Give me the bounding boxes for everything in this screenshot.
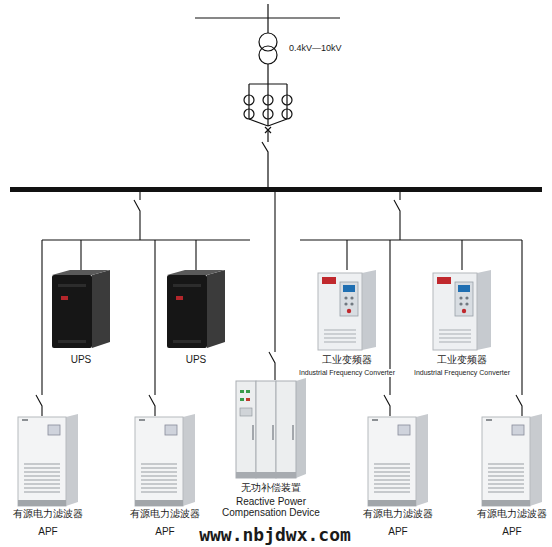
device-name: 工业变频器 xyxy=(436,354,488,366)
apf-cabinet: 有源电力滤波器 APF xyxy=(360,414,436,537)
indicator xyxy=(246,390,250,393)
cabinet-side xyxy=(296,378,306,478)
indicator xyxy=(246,398,250,401)
device-name: 有源电力滤波器 xyxy=(12,508,84,520)
apf-feed xyxy=(149,240,155,416)
apf-feed xyxy=(384,240,390,416)
device-subtitle: Industrial Frequency Converter xyxy=(298,369,396,377)
transformer-winding xyxy=(259,46,277,64)
reactive-compensation-cabinet: 无功补偿装置 Reactive Power Compensation Device xyxy=(202,378,340,519)
ups-unit: UPS xyxy=(156,270,236,366)
voltage-rating: 0.4kV—10kV xyxy=(289,44,342,54)
device-name: 有源电力滤波器 xyxy=(476,508,548,520)
device-subtitle: Reactive Power Compensation Device xyxy=(202,496,340,519)
sub-busbar xyxy=(300,239,522,240)
device-name: 工业变频器 xyxy=(321,354,373,366)
ups-unit: UPS xyxy=(41,270,121,366)
indicator xyxy=(240,398,244,401)
device-subtitle: APF xyxy=(387,526,408,538)
apf-cabinet: 有源电力滤波器 APF xyxy=(127,414,203,537)
device-subtitle: APF xyxy=(154,526,175,538)
cabinet-base xyxy=(236,472,296,478)
phase-lines xyxy=(249,84,287,95)
watermark: www.nbjdwx.com xyxy=(199,525,351,545)
device-subtitle: Industrial Frequency Converter xyxy=(413,369,511,377)
apf-feed xyxy=(36,240,42,416)
frequency-converter: 工业变频器 Industrial Frequency Converter xyxy=(291,270,403,377)
device-subtitle: APF xyxy=(37,526,58,538)
ups-illustration xyxy=(167,270,225,348)
device-name: UPS xyxy=(185,354,208,366)
apf-illustration xyxy=(368,414,428,506)
apf-cabinet: 有源电力滤波器 APF xyxy=(10,414,86,537)
supply-drop xyxy=(267,4,268,33)
apf-illustration xyxy=(135,414,195,506)
device-name: 有源电力滤波器 xyxy=(129,508,201,520)
ups-feed xyxy=(81,240,196,270)
frequency-converter: 工业变频器 Industrial Frequency Converter xyxy=(406,270,518,377)
main-switch xyxy=(262,130,268,187)
phase-split xyxy=(249,64,287,84)
apf-illustration xyxy=(482,414,542,506)
converter-feed xyxy=(347,240,462,270)
meter xyxy=(240,408,252,416)
apf-feed xyxy=(516,240,522,416)
door-handle xyxy=(253,425,293,440)
device-name: 有源电力滤波器 xyxy=(362,508,434,520)
compensation-feed xyxy=(269,192,275,380)
apf-cabinet: 有源电力滤波器 APF xyxy=(474,414,550,537)
device-name: 无功补偿装置 xyxy=(240,482,302,494)
feeder-switch xyxy=(394,192,400,240)
apf-illustration xyxy=(18,414,78,506)
converter-illustration xyxy=(433,270,491,350)
device-name: UPS xyxy=(70,354,93,366)
device-subtitle: APF xyxy=(501,526,522,538)
sub-busbar xyxy=(42,239,250,240)
busbar xyxy=(10,187,542,192)
feeder-switch xyxy=(134,192,140,240)
converter-illustration xyxy=(318,270,376,350)
phase-lines xyxy=(249,95,287,119)
ups-illustration xyxy=(52,270,110,348)
phase-merge xyxy=(249,119,287,126)
incoming-supply xyxy=(195,4,340,187)
indicator xyxy=(240,390,244,393)
compensation-cabinet-illustration xyxy=(236,378,306,478)
